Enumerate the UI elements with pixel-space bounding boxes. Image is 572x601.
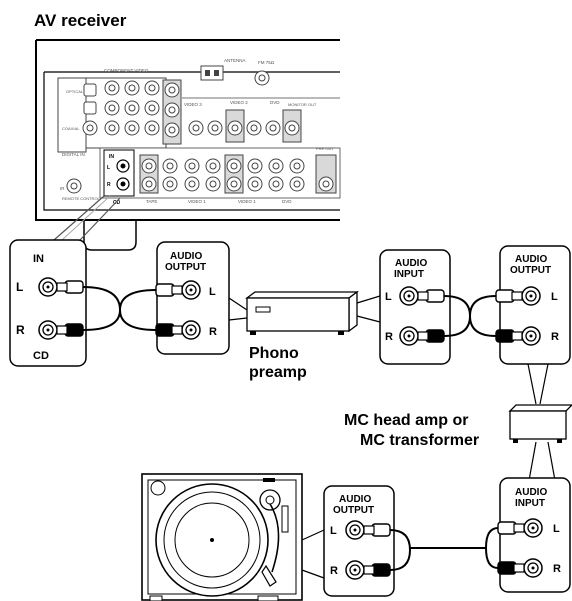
svg-text:VIDEO 2: VIDEO 2: [230, 100, 248, 105]
svg-text:R: R: [330, 565, 338, 577]
cd-l-label: L: [16, 280, 23, 294]
svg-text:VIDEO 1: VIDEO 1: [188, 199, 206, 204]
svg-text:AUDIO: AUDIO: [170, 251, 202, 262]
receiver-in-label: IN: [109, 154, 114, 160]
turntable-illustration: [141, 473, 303, 601]
svg-text:PRE OUT: PRE OUT: [316, 146, 334, 151]
svg-text:OUTPUT: OUTPUT: [510, 265, 551, 276]
svg-text:OUTPUT: OUTPUT: [165, 262, 206, 273]
svg-text:MONITOR OUT: MONITOR OUT: [288, 102, 317, 107]
svg-text:ANTENNA: ANTENNA: [224, 58, 246, 63]
svg-text:VIDEO 3: VIDEO 3: [184, 102, 202, 107]
cable-phono-to-mc: [417, 289, 523, 343]
mc-device-label-2: MC transformer: [360, 432, 479, 449]
cable-turntable-to-mc: [363, 521, 525, 577]
mc-device-label-1: MC head amp or: [344, 412, 468, 429]
svg-text:DVD: DVD: [270, 100, 280, 105]
svg-text:L: L: [330, 525, 337, 537]
svg-text:R: R: [209, 326, 217, 338]
svg-text:INPUT: INPUT: [394, 269, 424, 280]
phono-output-panel: AUDIO OUTPUT L R: [156, 241, 230, 355]
svg-text:R: R: [551, 331, 559, 343]
svg-text:DVD: DVD: [282, 199, 292, 204]
svg-text:INPUT: INPUT: [515, 498, 545, 509]
svg-text:IR: IR: [60, 186, 65, 191]
phono-input-panel: AUDIO INPUT L R: [379, 249, 451, 365]
svg-text:COMPONENT VIDEO: COMPONENT VIDEO: [104, 68, 149, 73]
svg-text:AUDIO: AUDIO: [395, 258, 427, 269]
receiver-cd-label: CD: [113, 200, 121, 206]
mc-input-panel: AUDIO INPUT L R: [499, 477, 571, 593]
svg-text:REMOTE CONTROL: REMOTE CONTROL: [62, 196, 101, 201]
svg-text:L: L: [551, 291, 558, 303]
svg-text:L: L: [553, 523, 560, 535]
svg-text:AUDIO: AUDIO: [515, 254, 547, 265]
cd-in-label: IN: [33, 253, 44, 265]
phono-preamp-label-1: Phono: [249, 345, 299, 362]
svg-text:L: L: [209, 286, 216, 298]
receiver-l-label: L: [107, 165, 110, 171]
receiver-r-label: R: [107, 182, 111, 188]
svg-text:L: L: [385, 291, 392, 303]
svg-text:FM 75Ω: FM 75Ω: [258, 60, 275, 65]
svg-text:AUDIO: AUDIO: [515, 487, 547, 498]
page-title: AV receiver: [34, 11, 127, 30]
svg-text:TAPE: TAPE: [146, 199, 157, 204]
phono-preamp-label-2: preamp: [249, 364, 307, 381]
av-receiver: ANTENNA FM 75Ω COMPONENT VIDEO OPTICAL C…: [35, 39, 341, 251]
svg-text:COAXIAL: COAXIAL: [62, 126, 80, 131]
svg-text:OPTICAL: OPTICAL: [66, 89, 84, 94]
mc-device: [508, 404, 572, 443]
svg-text:R: R: [553, 563, 561, 575]
cd-label: CD: [33, 350, 49, 362]
turntable-output-panel: AUDIO OUTPUT L R: [323, 485, 395, 597]
cd-r-label: R: [16, 323, 25, 337]
svg-text:VIDEO 1: VIDEO 1: [238, 199, 256, 204]
svg-text:R: R: [385, 331, 393, 343]
svg-text:DIGITAL IN: DIGITAL IN: [62, 152, 85, 157]
cd-jack-panel: IN L R CD: [9, 239, 87, 367]
mc-output-panel: AUDIO OUTPUT L R: [499, 245, 571, 365]
phono-preamp-device: [228, 290, 381, 335]
svg-text:OUTPUT: OUTPUT: [333, 505, 374, 516]
cable-cd-to-phono: [56, 280, 183, 337]
svg-text:AUDIO: AUDIO: [339, 494, 371, 505]
